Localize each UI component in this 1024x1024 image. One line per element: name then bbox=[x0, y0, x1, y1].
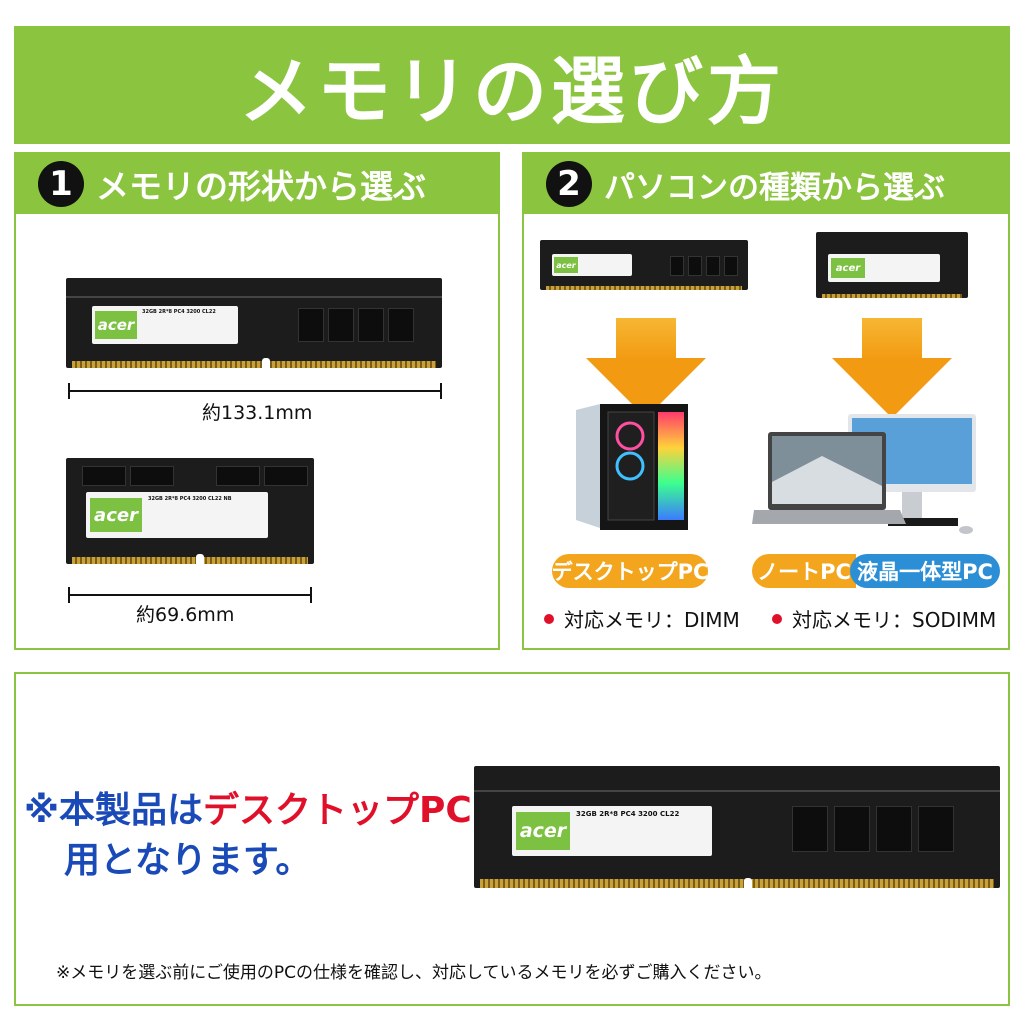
panel-shape-heading: メモリの形状から選ぶ bbox=[96, 167, 426, 206]
bullet-dot-icon bbox=[544, 613, 554, 624]
dimm-module-image: acer 32GB 2R*8 PC4 3200 CL22 bbox=[66, 278, 442, 368]
footnote: ※メモリを選ぶ前にご使用のPCの仕様を確認し、対応しているメモリを必ずご購入くだ… bbox=[56, 963, 772, 983]
sodimm-module-image: acer bbox=[816, 232, 968, 298]
module-spec-text: 32GB 2R*8 PC4 3200 CL22 NB bbox=[148, 496, 232, 502]
brand-logo: acer bbox=[95, 311, 137, 339]
sodimm-dimension-line bbox=[68, 587, 312, 603]
panel-shape-header: 1 メモリの形状から選ぶ bbox=[16, 154, 498, 214]
laptop-memory-spec-text: 対応メモリ：SODIMM bbox=[792, 608, 997, 632]
dimm-width-label: 約133.1mm bbox=[202, 402, 313, 424]
step-number-2: 2 bbox=[546, 161, 592, 207]
panel-shape: 1 メモリの形状から選ぶ acer 32GB 2R*8 PC4 3200 CL2… bbox=[14, 152, 500, 650]
desktop-memory-spec: 対応メモリ：DIMM bbox=[544, 604, 740, 633]
notice-highlight: デスクトップPC bbox=[203, 790, 472, 831]
module-spec-text: 32GB 2R*8 PC4 3200 CL22 bbox=[142, 309, 216, 315]
sodimm-module-image: acer 32GB 2R*8 PC4 3200 CL22 NB bbox=[66, 458, 314, 564]
module-label-sticker: acer 32GB 2R*8 PC4 3200 CL22 NB bbox=[86, 492, 268, 538]
dimm-module-image: acer bbox=[540, 240, 748, 290]
notice-prefix: ※本製品は bbox=[24, 790, 203, 831]
desktop-pc-label: デスクトップPC bbox=[552, 554, 708, 588]
module-label-sticker: acer 32GB 2R*8 PC4 3200 CL22 bbox=[92, 306, 238, 344]
laptop-aio-image bbox=[752, 412, 982, 544]
brand-logo: acer bbox=[831, 258, 865, 278]
page-title: メモリの選び方 bbox=[239, 48, 785, 135]
sodimm-width-label: 約69.6mm bbox=[136, 604, 235, 626]
step-number-1: 1 bbox=[38, 161, 84, 207]
aio-pc-label: 液晶一体型PC bbox=[850, 554, 1000, 588]
desktop-memory-spec-text: 対応メモリ：DIMM bbox=[564, 608, 740, 632]
panel-pc-type-heading: パソコンの種類から選ぶ bbox=[604, 169, 945, 206]
brand-logo: acer bbox=[516, 812, 570, 850]
brand-logo: acer bbox=[90, 498, 142, 532]
bullet-dot-icon bbox=[772, 613, 782, 624]
arrow-down-icon bbox=[832, 318, 952, 418]
notice-line2: 用となります。 bbox=[64, 840, 312, 881]
brand-logo: acer bbox=[554, 257, 578, 273]
panel-pc-type-header: 2 パソコンの種類から選ぶ bbox=[524, 154, 1008, 214]
dimm-dimension-line bbox=[68, 383, 442, 399]
module-spec-text: 32GB 2R*8 PC4 3200 CL22 bbox=[576, 810, 680, 818]
notebook-pc-label: ノートPC bbox=[752, 554, 856, 588]
module-label-sticker: acer 32GB 2R*8 PC4 3200 CL22 bbox=[512, 806, 712, 856]
title-banner: メモリの選び方 bbox=[14, 26, 1010, 144]
desktop-pc-image bbox=[570, 402, 694, 534]
notice-panel: ※本製品はデスクトップPC 用となります。 acer 32GB 2R*8 PC4… bbox=[14, 672, 1010, 1006]
laptop-memory-spec: 対応メモリ：SODIMM bbox=[772, 604, 996, 633]
dimm-module-image: acer 32GB 2R*8 PC4 3200 CL22 bbox=[474, 766, 1000, 888]
notice-text: ※本製品はデスクトップPC 用となります。 bbox=[24, 786, 472, 886]
panel-pc-type: 2 パソコンの種類から選ぶ acer acer bbox=[522, 152, 1010, 650]
